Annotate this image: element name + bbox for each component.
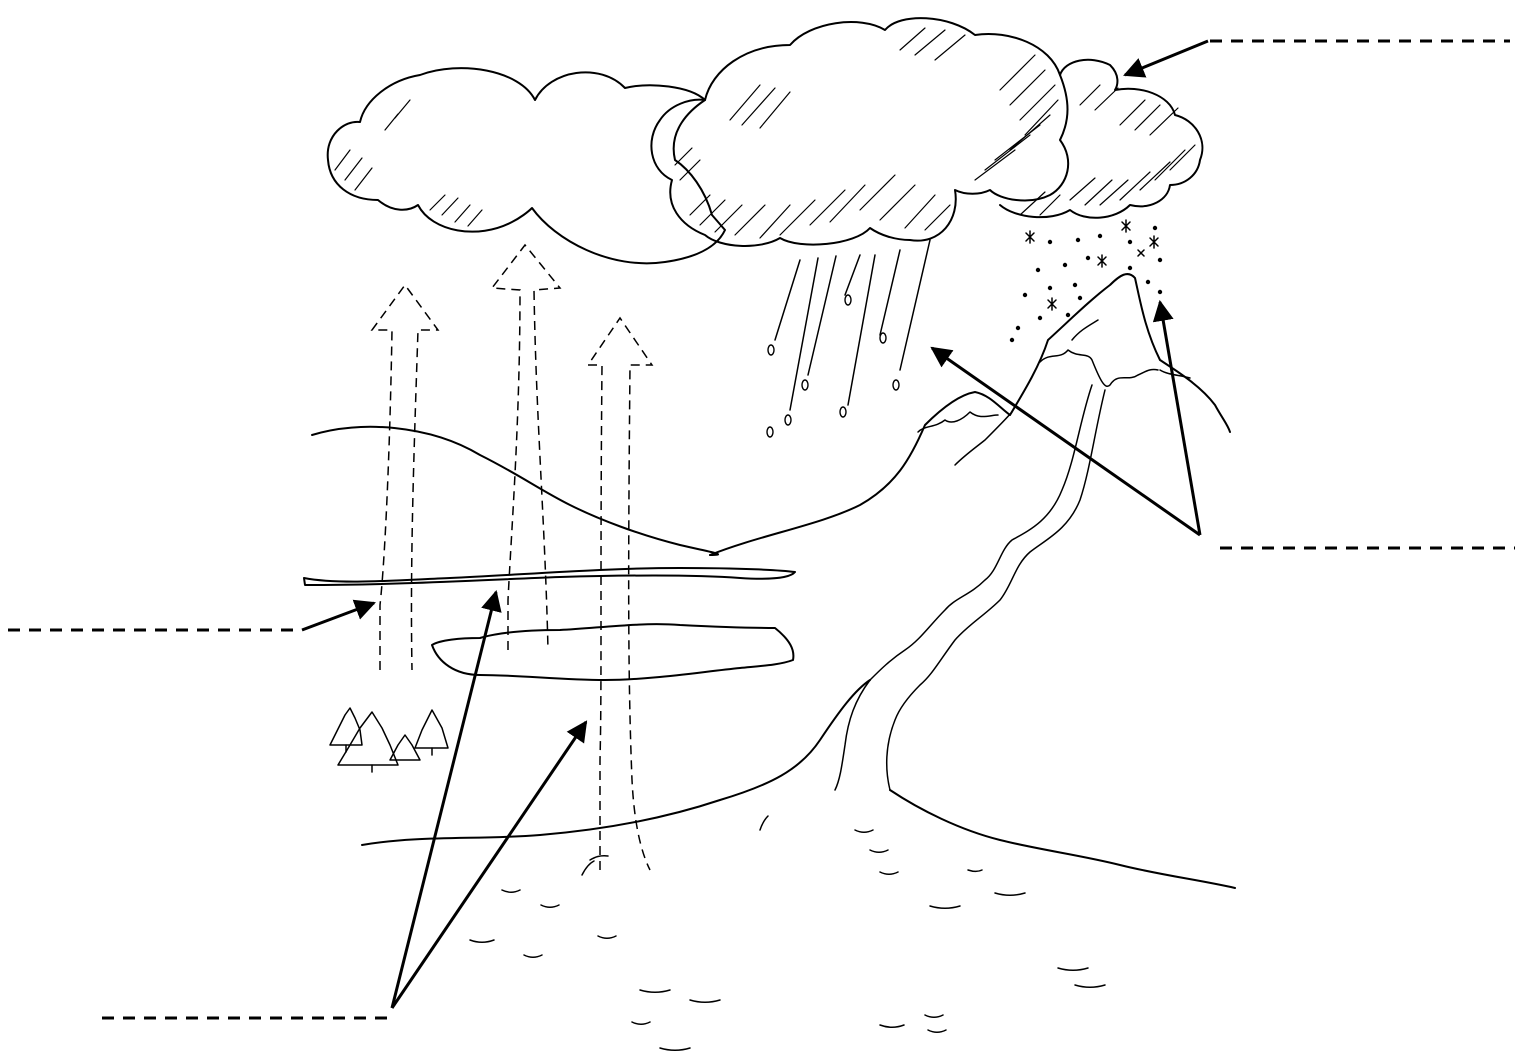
cloud-left-icon bbox=[328, 68, 725, 263]
evaporation-arrow-icon bbox=[372, 245, 652, 870]
snow-icon bbox=[1010, 220, 1162, 342]
cloud-middle-icon bbox=[651, 18, 1068, 246]
pointer-arrows bbox=[302, 41, 1208, 1008]
cloud-right-icon bbox=[1000, 60, 1202, 218]
rain-icon bbox=[767, 240, 930, 437]
trees-icon bbox=[330, 708, 448, 772]
land-icon bbox=[304, 427, 1235, 888]
river-icon bbox=[835, 385, 1105, 790]
sea-icon bbox=[470, 816, 1105, 1050]
